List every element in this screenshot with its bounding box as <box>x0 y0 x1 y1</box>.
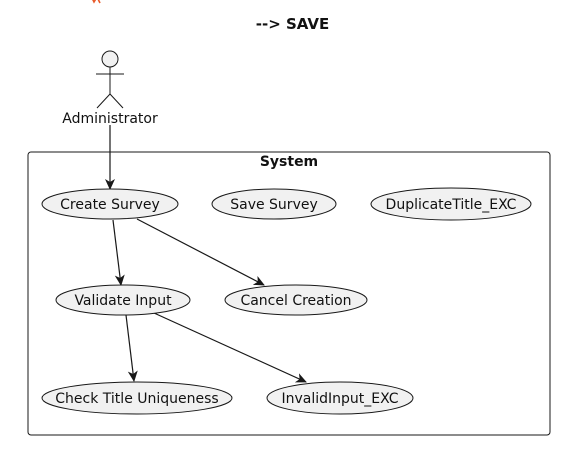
diagram-title: --> SAVE <box>255 15 330 33</box>
usecase-save-survey: Save Survey <box>211 188 337 220</box>
usecase-invalid-input-exc: InvalidInput_EXC <box>266 381 414 415</box>
relation-create-survey-validate-input <box>112 219 125 286</box>
usecase-label: Validate Input <box>74 293 172 309</box>
relation-validate-input-check-title-uniqueness <box>125 314 138 382</box>
actor-label: Administrator <box>62 111 158 127</box>
usecase-create-survey: Create Survey <box>41 188 179 220</box>
system-boundary: System <box>27 151 551 436</box>
relation-validate-input-invalid-input-exc <box>153 312 307 383</box>
usecase-cancel-creation: Cancel Creation <box>224 284 368 316</box>
usecase-label: Save Survey <box>230 197 318 213</box>
usecase-label: InvalidInput_EXC <box>282 391 399 407</box>
usecase-check-title-uniqueness: Check Title Uniqueness <box>41 381 233 415</box>
usecase-label: DuplicateTitle_EXC <box>386 197 517 213</box>
relation-create-survey-cancel-creation <box>136 218 265 286</box>
usecase-label: Create Survey <box>60 197 160 213</box>
usecase-duplicate-title-exc: DuplicateTitle_EXC <box>370 187 532 221</box>
usecase-label: Cancel Creation <box>240 293 351 309</box>
system-label: System <box>260 154 318 170</box>
actor-administrator: Administrator <box>62 50 158 127</box>
usecase-validate-input: Validate Input <box>55 284 191 316</box>
usecase-label: Check Title Uniqueness <box>55 391 218 407</box>
